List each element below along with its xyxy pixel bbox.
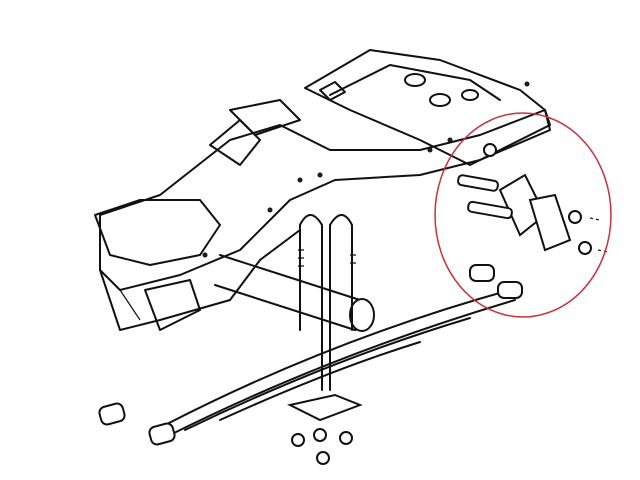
leaf-spring [164, 289, 516, 436]
spring-plate [287, 393, 363, 465]
shackle-assembly [457, 81, 609, 299]
axle-housing [94, 199, 375, 332]
frame-rail [99, 99, 551, 331]
highlight-circle [434, 112, 612, 318]
u-bolts [298, 214, 356, 391]
spring-bushings [98, 402, 176, 446]
